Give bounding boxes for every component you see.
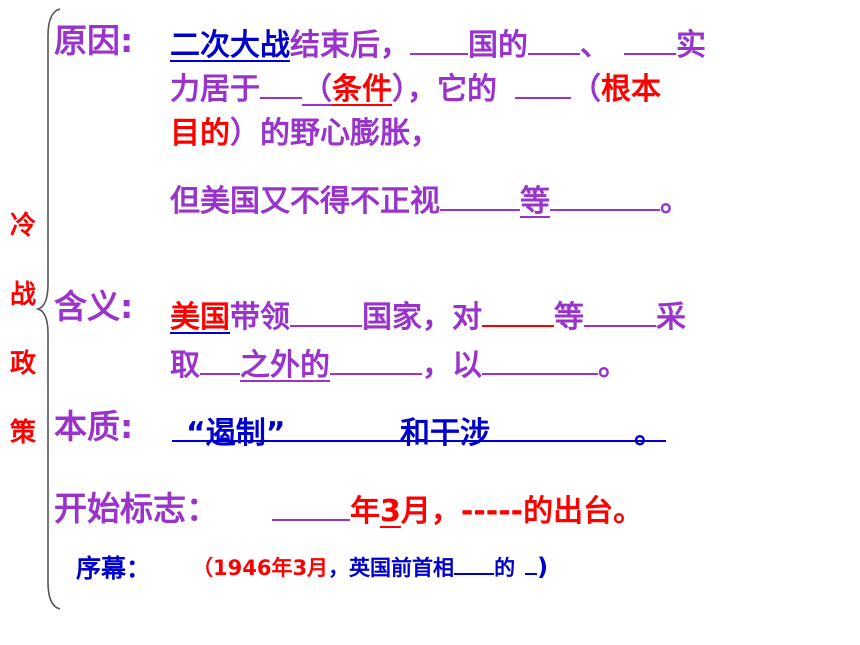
fill-blank — [260, 67, 302, 99]
fill-blank — [330, 343, 422, 375]
meaning-label: 含义 — [54, 287, 120, 326]
cause-text: 但美国又不得不正视 — [170, 184, 440, 219]
cause-text: 、 — [580, 28, 610, 63]
meaning-text: ，以 — [422, 348, 482, 383]
start-text: 3 — [380, 494, 401, 529]
fill-blank — [290, 295, 362, 327]
prelude-text: ) — [537, 553, 549, 581]
meaning-heading: 含义: — [54, 280, 133, 328]
start-heading: 开始标志： — [54, 489, 219, 528]
essence-text: 。 — [634, 416, 664, 451]
meaning-text: 国家，对 — [362, 300, 482, 335]
meaning-text: 带领 — [230, 300, 290, 335]
cause-text: 条件 — [332, 72, 392, 107]
fill-blank — [550, 179, 660, 211]
cause-text: 结束后， — [290, 28, 410, 63]
meaning-colon: : — [120, 287, 134, 326]
side-title-char: 战 — [10, 280, 37, 310]
cause-label: 原因 — [54, 21, 120, 60]
side-title-char: 政 — [10, 349, 37, 379]
meaning-line-2: 取 之外的 ，以 。 — [170, 340, 628, 384]
cause-text: （ — [571, 72, 601, 107]
meaning-text: 。 — [598, 348, 628, 383]
cause-text: 二次大战 — [170, 28, 290, 63]
cause-line-4: 但美国又不得不正视 等 。 — [170, 176, 690, 220]
cause-text: 国的 — [468, 28, 528, 63]
meaning-text: 采 — [656, 300, 686, 335]
cause-line-3: 目的）的野心膨胀， — [170, 108, 440, 152]
fill-blank — [482, 295, 554, 327]
essence-heading: 本质: — [54, 400, 133, 448]
meaning-text: 取 — [170, 348, 200, 383]
cause-text: ）的野心膨胀， — [230, 116, 440, 151]
curly-brace — [35, 8, 61, 610]
fill-blank — [584, 295, 656, 327]
cause-text: 力居于 — [170, 72, 260, 107]
meaning-text: 等 — [554, 300, 584, 335]
meaning-text: 美国 — [170, 300, 230, 335]
cause-text: 根本 — [601, 72, 661, 107]
prelude-text: （ — [192, 556, 213, 580]
fill-blank — [272, 489, 350, 521]
start-text: 年 — [350, 494, 380, 529]
fill-blank — [624, 23, 676, 55]
cause-heading: 原因: — [54, 14, 133, 62]
fill-blank — [515, 67, 571, 99]
fill-blank — [410, 23, 468, 55]
fill-blank — [525, 553, 538, 575]
prelude-text: ，英国前首相 — [328, 556, 455, 580]
fill-blank — [200, 343, 240, 375]
side-title-char: 策 — [10, 418, 37, 448]
cause-text: 。 — [660, 184, 690, 219]
side-title-char: 冷 — [10, 211, 37, 241]
prelude-text: 1946年3月 — [213, 556, 329, 580]
essence-text: 和干涉 — [400, 416, 490, 451]
essence-text: “遏制” — [186, 416, 286, 451]
fill-blank — [454, 553, 495, 575]
meaning-line-1: 美国带领 国家，对 等 采 — [170, 292, 686, 336]
cause-text: ），它的 — [392, 72, 497, 107]
cause-line-2: 力居于（条件），它的（根本 — [170, 64, 661, 108]
prelude-line: （1946年3月，英国前首相 的) — [192, 552, 548, 582]
essence-label: 本质 — [54, 407, 120, 446]
fill-blank — [440, 179, 520, 211]
cause-text: 目的 — [170, 116, 230, 151]
fill-blank — [482, 343, 598, 375]
cause-line-1: 二次大战结束后， 国的 、 实 — [170, 20, 706, 64]
cause-text: （ — [302, 72, 332, 107]
start-line: 年3月，-----的出台。 — [272, 486, 643, 530]
start-text: 月，-----的出台。 — [400, 494, 644, 529]
meaning-text: 之外的 — [240, 348, 330, 383]
fill-blank — [528, 23, 580, 55]
essence-colon: : — [120, 407, 134, 446]
cause-text: 实 — [676, 28, 706, 63]
essence-line: “遏制” 和干涉 。 — [172, 408, 666, 451]
cause-text: 等 — [520, 184, 550, 219]
prelude-heading: 序幕： — [76, 554, 152, 583]
prelude-text: 的 — [494, 556, 516, 580]
cause-colon: : — [120, 21, 134, 60]
